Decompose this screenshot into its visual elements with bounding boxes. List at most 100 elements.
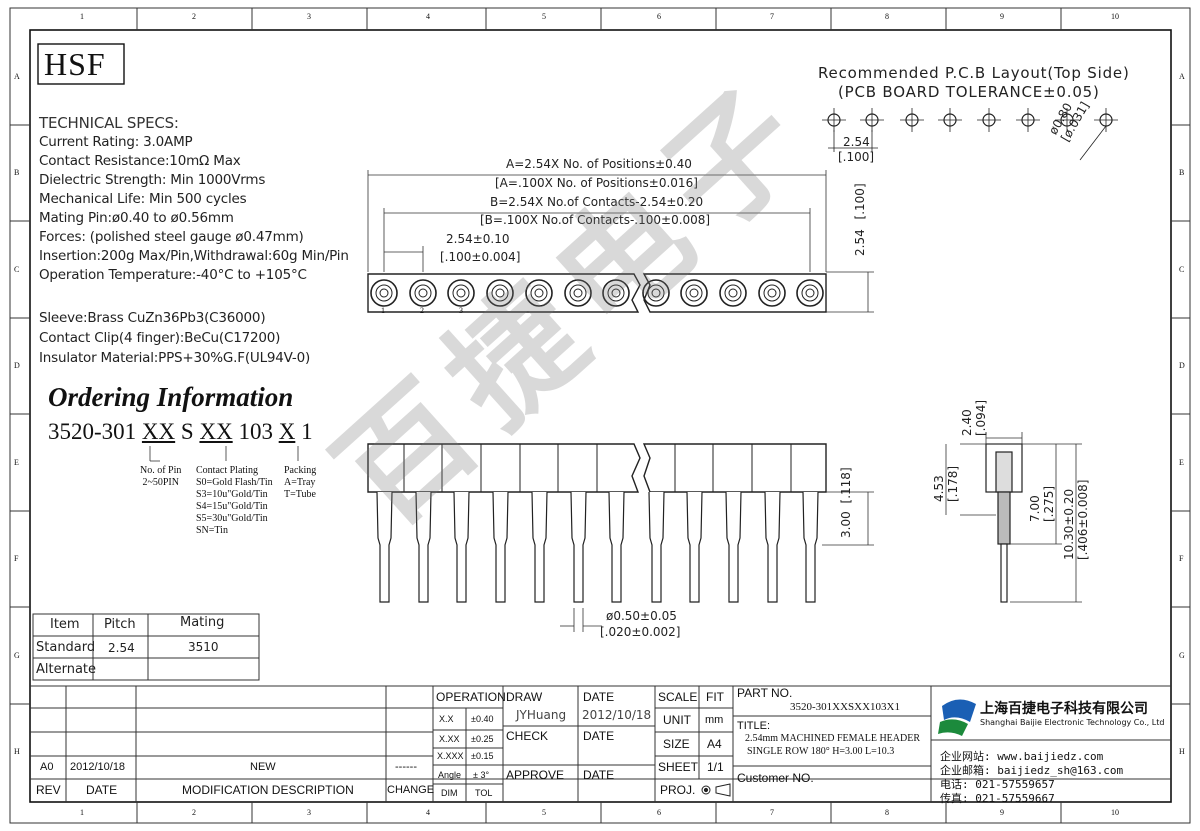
dim-side-a: 4.53 [.178] (932, 466, 960, 502)
packing-label-title: Packing (284, 465, 317, 476)
dim-side-a-mm: 4.53 (932, 475, 946, 502)
tb-sheet: SHEET (658, 760, 699, 774)
tb-partno: 3520-301XXSXX103X1 (790, 701, 900, 713)
tb-dim: DIM (441, 788, 458, 798)
dim-a: A=2.54X No. of Positions±0.40 (506, 157, 692, 171)
grid-row-a: A (14, 72, 20, 81)
tb-change-label: CHANGE (387, 784, 435, 796)
code-pins: XX (141, 419, 176, 444)
grid-row-b-r: B (1179, 168, 1185, 177)
grid-row-g: G (14, 651, 20, 660)
grid-row-c-r: C (1179, 265, 1185, 274)
pcb-pitch: 2.54 (843, 135, 870, 149)
company-web: 企业网站: www.baijiedz.com (940, 750, 1104, 763)
tb-check: CHECK (506, 729, 549, 743)
dim-a-in: [A=.100X No. of Positions±0.016] (495, 176, 698, 190)
hsf-logo: HSF (44, 46, 106, 82)
spec-current: Current Rating: 3.0AMP (39, 134, 193, 150)
spec-forces: Forces: (polished steel gauge ø0.47mm) (39, 229, 304, 245)
dim-side-c: 10.30±0.20 [.406±0.008] (1062, 480, 1090, 561)
grid-row-f-r: F (1179, 554, 1184, 563)
grid-col-4-b: 4 (426, 808, 430, 817)
dim-tail-mm: 3.00 (839, 511, 853, 538)
tb-operation: OPERATION (436, 690, 506, 704)
spec-resistance: Contact Resistance:10mΩ Max (39, 153, 241, 169)
dim-side-c-mm: 10.30±0.20 (1062, 488, 1076, 560)
tb-scale: SCALE (658, 690, 698, 704)
tb-customer: Customer NO. (737, 771, 814, 785)
grid-row-e: E (14, 458, 19, 467)
grid-row-c: C (14, 265, 20, 274)
tb-tol-xxx: X.XX (439, 734, 460, 744)
pin-number-1: 1 (381, 306, 385, 315)
grid-row-f: F (14, 554, 19, 563)
dim-side-top: 2.40 [.094] (960, 400, 988, 436)
grid-col-6: 6 (657, 12, 661, 21)
tb-size: SIZE (663, 737, 690, 751)
code-plating: XX (199, 419, 233, 444)
pins-label-range: 2~50PIN (142, 477, 179, 488)
dim-side-b-mm: 7.00 (1028, 495, 1042, 522)
plating-s4: S4=15u"Gold/Tin (196, 501, 268, 512)
front-view-body (367, 443, 827, 493)
tb-tol-xxxx: X.XXX (437, 751, 464, 761)
pin-number-3: 3 (459, 306, 463, 315)
tb-partno-label: PART NO. (737, 686, 793, 700)
ordering-code: 3520-301 XX S XX 103 X 1 (48, 419, 313, 445)
code-packing: X (278, 419, 296, 444)
grid-col-10-b: 10 (1111, 808, 1119, 817)
grid-col-7: 7 (770, 12, 774, 21)
tb-tol-xxxx-val: ±0.15 (471, 751, 494, 761)
specs-heading: TECHNICAL SPECS: (39, 114, 179, 132)
tb-approve: APPROVE (506, 768, 565, 782)
dim-side-top-mm: 2.40 (960, 409, 974, 436)
pins-label-title: No. of Pin (140, 465, 182, 476)
spec-dielectric: Dielectric Strength: Min 1000Vrms (39, 172, 266, 188)
tb-date: DATE (583, 690, 615, 704)
company-tel: 电话: 021-57559657 (940, 778, 1055, 791)
grid-row-b: B (14, 168, 20, 177)
pins-label: No. of Pin 2~50PIN (140, 465, 181, 489)
spec-clip: Contact Clip(4 finger):BeCu(C17200) (39, 330, 281, 346)
side-view (985, 443, 1023, 603)
dim-b-in: [B=.100X No.of Contacts-.100±0.008] (480, 213, 711, 227)
tb-tol-angle: Angle (438, 770, 462, 780)
tb-unit: UNIT (663, 713, 691, 727)
tb-date-label: DATE (86, 783, 118, 797)
tb-sheet-val: 1/1 (707, 760, 724, 774)
plating-label: Contact Plating S0=Gold Flash/Tin S3=10u… (196, 465, 273, 537)
company-name-en: Shanghai Baijie Electronic Technology Co… (980, 718, 1165, 727)
packing-tube: T=Tube (284, 489, 316, 500)
grid-col-2-b: 2 (192, 808, 196, 817)
spec-mating-pin: Mating Pin:ø0.40 to ø0.56mm (39, 210, 234, 226)
grid-col-1: 1 (80, 12, 84, 21)
dim-side-top-in: [.094] (974, 399, 988, 436)
pcb-pitch-in: [.100] (838, 150, 875, 164)
dim-b: B=2.54X No.of Contacts-2.54±0.20 (490, 195, 704, 209)
tb-check-date: DATE (583, 729, 615, 743)
dim-pitch: 2.54±0.10 (446, 232, 510, 246)
grid-row-g-r: G (1179, 651, 1185, 660)
table-header-mating: Mating (180, 615, 225, 630)
tb-rev-date: 2012/10/18 (70, 761, 126, 773)
tb-unit-val: mm (705, 714, 724, 726)
ordering-title: Ordering Information (48, 382, 294, 412)
spec-insertion: Insertion:200g Max/Pin,Withdrawal:60g Mi… (39, 248, 349, 264)
tb-tol-xx: X.X (439, 714, 454, 724)
spec-mech-life: Mechanical Life: Min 500 cycles (39, 191, 247, 207)
grid-col-6-b: 6 (657, 808, 661, 817)
tb-title-line2: SINGLE ROW 180° H=3.00 L=10.3 (747, 746, 895, 757)
grid-row-d: D (14, 361, 20, 370)
dim-side-b: 7.00 [.275] (1028, 486, 1056, 522)
plating-sn: SN=Tin (196, 525, 228, 536)
grid-col-2: 2 (192, 12, 196, 21)
tb-approve-date: DATE (583, 768, 615, 782)
top-view-contacts (370, 279, 824, 307)
grid-col-9: 9 (1000, 12, 1004, 21)
tb-tol-xx-val: ±0.40 (471, 714, 494, 724)
packing-tray: A=Tray (284, 477, 316, 488)
front-view-pins (376, 491, 819, 603)
company-mail: 企业邮箱: baijiedz_sh@163.com (940, 764, 1124, 777)
table-cell-mating: 3510 (188, 640, 219, 654)
